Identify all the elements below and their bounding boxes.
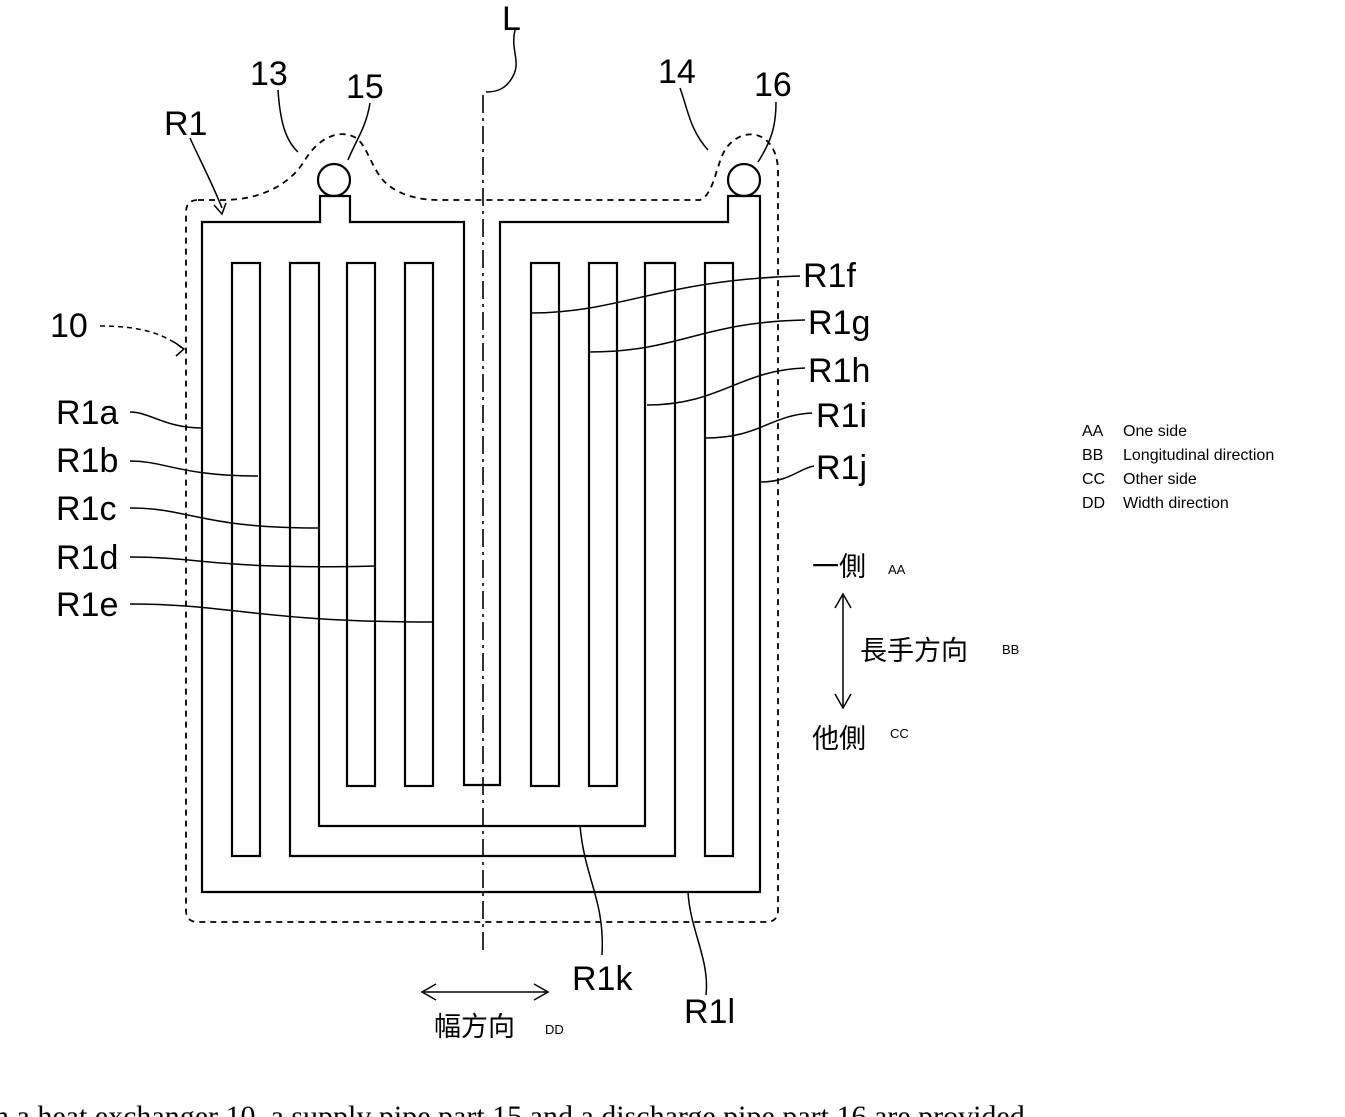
leader-13 (278, 90, 298, 152)
rib-6 (705, 263, 733, 856)
label-10: 10 (50, 307, 88, 345)
flow-path-outline (202, 196, 760, 892)
label-width: 幅方向 (434, 1012, 515, 1043)
rib-5 (589, 263, 617, 786)
label-16: 16 (754, 66, 792, 104)
rib-1 (232, 263, 260, 856)
label-15: 15 (346, 68, 384, 106)
label-longitudinal: 長手方向 (860, 636, 968, 667)
legend-code-cc: CC (1082, 471, 1105, 488)
supply-pipe-15 (318, 164, 350, 196)
leader-14 (680, 88, 708, 150)
label-r1j: R1j (816, 449, 867, 487)
caption: n a heat exchanger 10, a supply pipe par… (0, 1100, 1025, 1117)
label-14: 14 (658, 53, 696, 91)
leader-r1h (647, 368, 805, 405)
label-r1l: R1l (684, 993, 735, 1031)
label-L: L (502, 0, 521, 38)
leader-10 (100, 326, 182, 348)
label-r1f: R1f (803, 257, 856, 295)
leader-R1 (190, 138, 222, 208)
rib-3 (405, 263, 433, 786)
label-other-side-code: CC (890, 726, 909, 741)
label-other-side: 他側 (812, 724, 866, 755)
label-width-code: DD (545, 1022, 564, 1037)
rib-2 (347, 263, 375, 786)
label-one-side: 一側 (812, 552, 866, 583)
label-one-side-code: AA (888, 562, 906, 577)
leader-r1g (589, 320, 805, 352)
label-r1b: R1b (56, 442, 118, 480)
leader-r1e (130, 604, 433, 622)
label-r1e: R1e (56, 586, 118, 624)
legend-text-aa: One side (1123, 423, 1187, 440)
label-r1g: R1g (808, 304, 870, 342)
label-r1k: R1k (572, 960, 633, 998)
label-13: 13 (250, 55, 288, 93)
legend-text-bb: Longitudinal direction (1123, 447, 1274, 464)
discharge-pipe-16 (728, 164, 760, 196)
label-r1c: R1c (56, 490, 116, 528)
legend: AA One side BB Longitudinal direction CC… (1082, 423, 1274, 512)
leader-r1k (580, 826, 602, 955)
leader-r1d (130, 557, 375, 567)
leader-r1i (705, 413, 812, 438)
legend-code-bb: BB (1082, 447, 1103, 464)
leader-L (486, 30, 516, 92)
leader-r1b (130, 461, 258, 476)
label-r1i: R1i (816, 397, 867, 435)
leader-16 (758, 102, 776, 162)
label-r1h: R1h (808, 352, 870, 390)
rib-4 (531, 263, 559, 786)
legend-text-cc: Other side (1123, 471, 1197, 488)
legend-text-dd: Width direction (1123, 495, 1229, 512)
exchanger-outline (186, 134, 778, 922)
leader-r1a (130, 412, 202, 428)
label-r1d: R1d (56, 539, 118, 577)
leader-r1j (760, 466, 814, 482)
label-longitudinal-code: BB (1002, 642, 1019, 657)
leader-10-arrow (174, 342, 184, 356)
leader-r1l (688, 892, 707, 995)
label-r1a: R1a (56, 394, 118, 432)
legend-code-aa: AA (1082, 423, 1104, 440)
legend-code-dd: DD (1082, 495, 1105, 512)
label-R1: R1 (164, 105, 207, 143)
